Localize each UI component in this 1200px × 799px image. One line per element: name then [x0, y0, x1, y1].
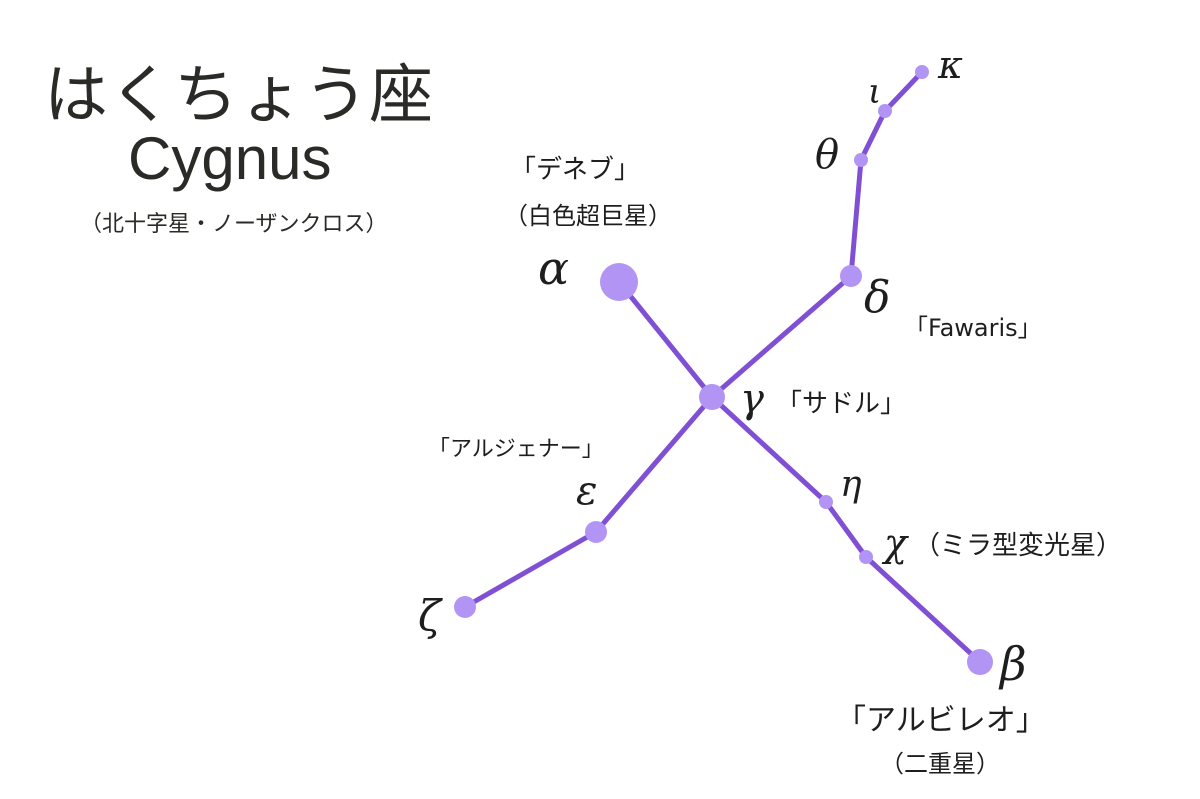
greek-label-iota: ι	[868, 72, 881, 112]
greek-label-eta: η	[840, 464, 862, 505]
greek-label-theta: θ	[815, 132, 839, 178]
connection-eta-chi	[823, 499, 869, 560]
greek-letter-labels: α β γ δ ε ζ ηχ θι κ	[418, 43, 1027, 691]
label-alpha-desc: （白色超巨星）	[504, 202, 672, 230]
star-gamma	[699, 384, 725, 410]
star-theta	[854, 153, 868, 167]
connection-epsilon-zeta	[462, 529, 599, 610]
connection-delta-theta	[848, 157, 864, 279]
star-delta	[840, 265, 862, 287]
constellation-lines	[462, 69, 983, 665]
star-beta	[967, 649, 993, 675]
star-zeta	[454, 596, 476, 618]
star-eta	[819, 495, 833, 509]
greek-label-chi: χ	[881, 521, 909, 565]
connection-gamma-delta	[709, 273, 854, 400]
connection-iota-kappa	[882, 69, 925, 114]
greek-label-delta: δ	[864, 272, 891, 323]
star-alpha	[600, 263, 638, 301]
title-english: Cygnus	[128, 125, 332, 192]
connection-chi-beta	[863, 554, 983, 665]
star-kappa	[915, 65, 929, 79]
label-beta-desc: （二重星）	[880, 750, 1000, 778]
greek-label-alpha: α	[538, 241, 569, 295]
greek-label-epsilon: ε	[576, 468, 597, 514]
connection-gamma-eta	[709, 394, 829, 505]
star-chi	[859, 550, 873, 564]
connection-theta-iota	[858, 108, 888, 163]
constellation-stars	[454, 65, 993, 675]
star-iota	[878, 104, 892, 118]
label-beta-name: 「アルビレオ」	[836, 703, 1046, 738]
greek-label-kappa: κ	[937, 43, 963, 87]
star-name-labels: 「デネブ」 （白色超巨星） 「Fawaris」 「サドル」 「アルジェナー」 （…	[428, 155, 1122, 778]
label-epsilon-name: 「アルジェナー」	[428, 437, 604, 462]
star-epsilon	[585, 521, 607, 543]
greek-label-gamma: γ	[740, 376, 764, 422]
label-chi-desc: （ミラ型変光星）	[914, 531, 1122, 561]
label-alpha-name: 「デネブ」	[510, 155, 640, 185]
greek-label-zeta: ζ	[418, 591, 443, 640]
title-subtitle: （北十字星・ノーザンクロス）	[80, 212, 388, 237]
title-japanese: はくちょう座	[44, 59, 434, 133]
connection-gamma-epsilon	[593, 394, 715, 535]
greek-label-beta: β	[998, 637, 1027, 691]
connection-alpha-gamma	[616, 279, 715, 400]
label-gamma-name: 「サドル」	[776, 389, 906, 419]
label-delta-name: 「Fawaris」	[904, 314, 1042, 342]
